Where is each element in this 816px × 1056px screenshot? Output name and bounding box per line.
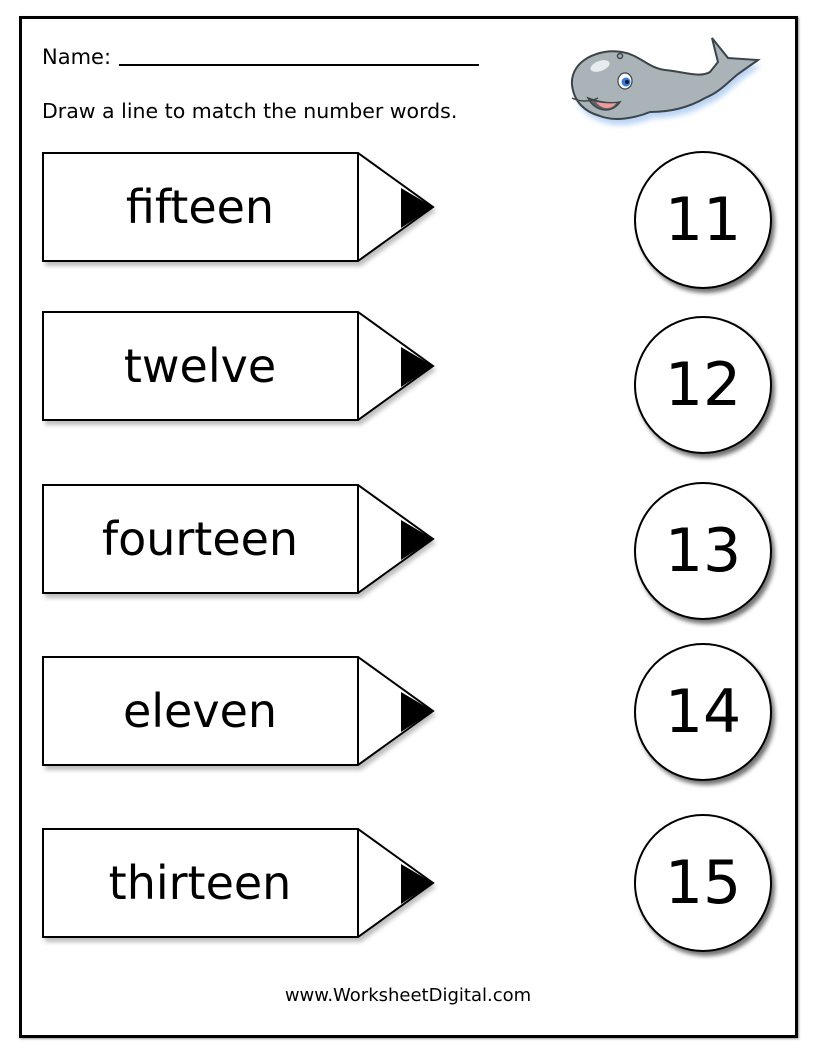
name-row: Name:	[42, 44, 480, 69]
word-label: twelve	[123, 339, 277, 393]
word-pencil-2[interactable]: twelve	[42, 311, 437, 425]
word-label: fifteen	[125, 180, 275, 234]
number-circle-1[interactable]: 11	[634, 151, 772, 289]
number-circle-2[interactable]: 12	[634, 316, 772, 454]
number-circle-4[interactable]: 14	[634, 643, 772, 781]
footer-website: www.WorksheetDigital.com	[284, 985, 532, 1006]
pencil-shape	[42, 152, 436, 266]
number-circle-5[interactable]: 15	[634, 814, 772, 952]
pencil-shape	[42, 311, 436, 425]
number-circle-3[interactable]: 13	[634, 482, 772, 620]
word-label: fourteen	[101, 512, 299, 566]
word-label: eleven	[122, 684, 278, 738]
word-label: thirteen	[108, 856, 292, 910]
whale-icon	[570, 37, 761, 125]
word-pencil-3[interactable]: fourteen	[42, 484, 437, 598]
pencil-shape	[42, 828, 436, 942]
pencil-shape	[42, 484, 436, 598]
pencil-shape	[42, 656, 436, 770]
word-pencil-4[interactable]: eleven	[42, 656, 437, 770]
word-pencil-1[interactable]: fifteen	[42, 152, 437, 266]
name-label: Name:	[42, 45, 112, 69]
word-pencil-5[interactable]: thirteen	[42, 828, 437, 942]
instructions: Draw a line to match the number words.	[42, 99, 458, 123]
worksheet-border	[19, 16, 798, 1038]
name-field[interactable]	[119, 44, 480, 66]
